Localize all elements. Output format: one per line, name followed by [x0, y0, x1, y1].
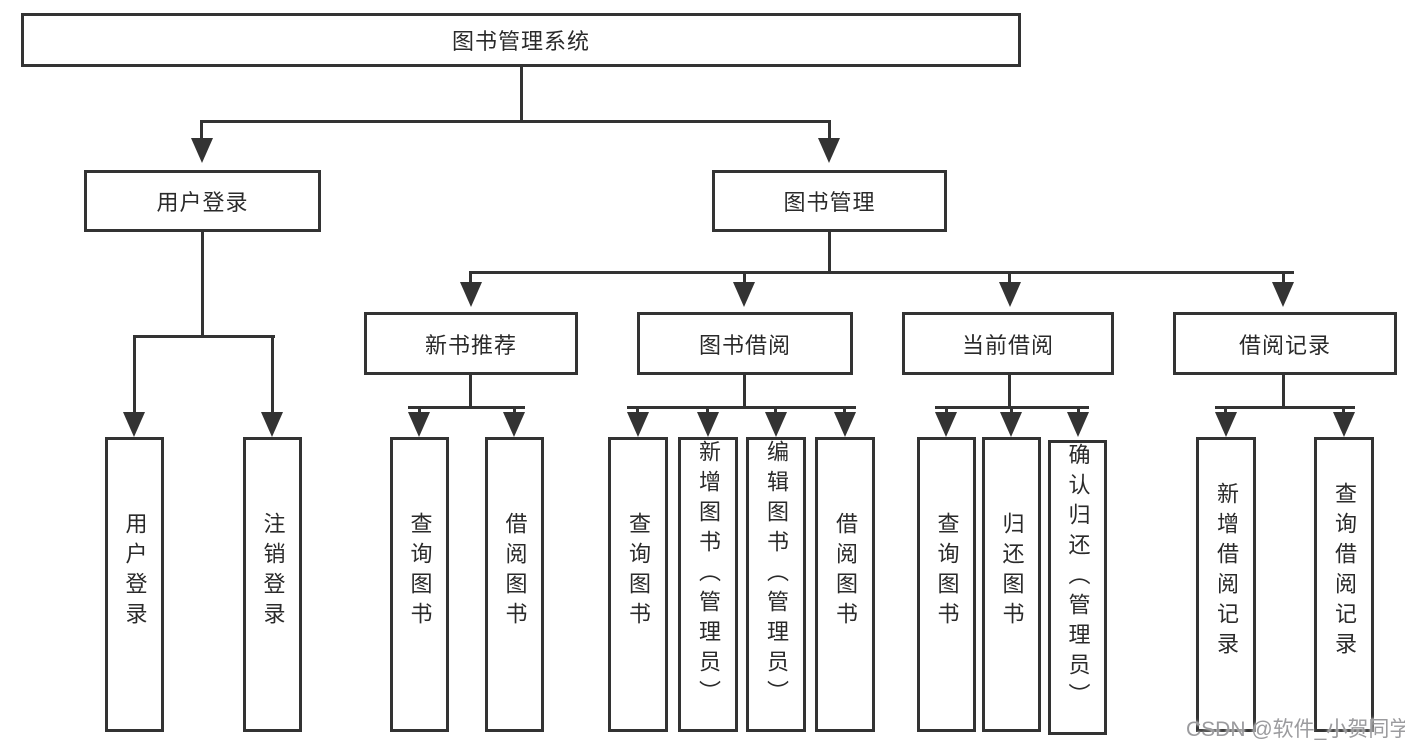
leaf-recommend-borrow-books-label: 借阅图书 — [502, 511, 528, 632]
leaf-return-books-label: 归还图书 — [999, 511, 1025, 632]
connector-to-group — [469, 271, 472, 286]
node-current-borrow: 当前借阅 — [902, 312, 1114, 375]
connector-to-leaf — [706, 406, 709, 416]
connector-to-leaf — [945, 406, 948, 416]
arrow-down-icon — [1067, 412, 1089, 437]
connector-to-leaf — [1077, 406, 1080, 416]
connector-to-leaf — [1342, 406, 1345, 416]
arrow-down-icon — [1333, 412, 1355, 437]
arrow-down-icon — [503, 412, 525, 437]
arrow-down-icon — [1000, 412, 1022, 437]
arrow-down-icon — [627, 412, 649, 437]
connector-to-leaf — [774, 406, 777, 416]
leaf-confirm-return-admin-label: 确认归还（管理员） — [1065, 443, 1091, 713]
leaf-logout-label: 注销登录 — [260, 511, 286, 632]
leaf-recommend-borrow-books: 借阅图书 — [485, 437, 544, 732]
connector-to-leaf — [133, 335, 136, 414]
watermark: CSDN @软件_小贺同学 — [1186, 718, 1405, 741]
node-root: 图书管理系统 — [21, 13, 1021, 67]
leaf-current-query-books: 查询图书 — [917, 437, 976, 732]
connector-login-rail — [133, 335, 275, 338]
arrow-down-icon — [191, 138, 213, 163]
leaf-borrow-query-books: 查询图书 — [608, 437, 668, 732]
leaf-borrow-borrow-books: 借阅图书 — [815, 437, 875, 732]
connector-mgmt-stem — [828, 232, 831, 274]
connector-to-book-management — [828, 120, 831, 142]
connector-group-stem — [469, 375, 472, 408]
arrow-down-icon — [834, 412, 856, 437]
leaf-borrow-borrow-books-label: 借阅图书 — [833, 511, 858, 632]
node-book-management: 图书管理 — [712, 170, 947, 232]
connector-group-rail — [408, 406, 525, 409]
leaf-record-add: 新增借阅记录 — [1196, 437, 1256, 732]
connector-to-leaf — [1010, 406, 1013, 416]
arrow-down-icon — [733, 282, 755, 307]
connector-group-stem — [1008, 375, 1011, 408]
leaf-recommend-query-books-label: 查询图书 — [407, 511, 433, 632]
arrow-down-icon — [818, 138, 840, 163]
leaf-borrow-query-books-label: 查询图书 — [626, 511, 651, 632]
arrow-down-icon — [935, 412, 957, 437]
connector-to-leaf — [1224, 406, 1227, 416]
arrow-down-icon — [999, 282, 1021, 307]
node-user-login-label: 用户登录 — [156, 190, 249, 215]
connector-group-stem — [743, 375, 746, 408]
leaf-recommend-query-books: 查询图书 — [390, 437, 449, 732]
leaf-add-book-admin-label: 新增图书（管理员） — [696, 440, 721, 710]
node-new-book-recommend: 新书推荐 — [364, 312, 578, 375]
arrow-down-icon — [697, 412, 719, 437]
arrow-down-icon — [123, 412, 145, 437]
connector-login-stem — [201, 232, 204, 338]
connector-to-leaf — [418, 406, 421, 416]
leaf-add-book-admin: 新增图书（管理员） — [678, 437, 738, 732]
arrow-down-icon — [408, 412, 430, 437]
connector-to-user-login — [200, 120, 203, 142]
leaf-record-query-label: 查询借阅记录 — [1332, 481, 1357, 662]
connector-to-group — [1008, 271, 1011, 286]
node-new-book-recommend-label: 新书推荐 — [424, 332, 517, 358]
leaf-record-query: 查询借阅记录 — [1314, 437, 1374, 732]
connector-group-rail — [627, 406, 856, 409]
connector-to-group — [743, 271, 746, 286]
leaf-user-login-label: 用户登录 — [122, 511, 148, 632]
node-root-label: 图书管理系统 — [451, 29, 590, 54]
leaf-confirm-return-admin: 确认归还（管理员） — [1048, 440, 1107, 735]
connector-to-leaf — [636, 406, 639, 416]
node-book-borrow-label: 图书借阅 — [698, 332, 791, 358]
arrow-down-icon — [460, 282, 482, 307]
connector-group-rail — [1215, 406, 1355, 409]
leaf-logout: 注销登录 — [243, 437, 302, 732]
connector-level2-rail — [469, 271, 1294, 274]
node-borrow-records: 借阅记录 — [1173, 312, 1397, 375]
arrow-down-icon — [1215, 412, 1237, 437]
connector-group-stem — [1282, 375, 1285, 408]
leaf-record-add-label: 新增借阅记录 — [1214, 481, 1239, 662]
connector-to-leaf — [513, 406, 516, 416]
leaf-edit-book-admin: 编辑图书（管理员） — [746, 437, 806, 732]
connector-level1-rail — [200, 120, 831, 123]
connector-to-leaf — [271, 335, 274, 414]
connector-to-group — [1282, 271, 1285, 286]
node-book-borrow: 图书借阅 — [637, 312, 853, 375]
connector-to-leaf — [843, 406, 846, 416]
arrow-down-icon — [765, 412, 787, 437]
leaf-return-books: 归还图书 — [982, 437, 1041, 732]
leaf-user-login: 用户登录 — [105, 437, 164, 732]
leaf-edit-book-admin-label: 编辑图书（管理员） — [764, 440, 789, 710]
node-borrow-records-label: 借阅记录 — [1238, 332, 1331, 358]
connector-root-stem — [520, 66, 523, 123]
node-book-management-label: 图书管理 — [783, 190, 876, 215]
node-user-login: 用户登录 — [84, 170, 321, 232]
arrow-down-icon — [1272, 282, 1294, 307]
leaf-current-query-books-label: 查询图书 — [934, 511, 960, 632]
node-current-borrow-label: 当前借阅 — [961, 332, 1054, 358]
arrow-down-icon — [261, 412, 283, 437]
